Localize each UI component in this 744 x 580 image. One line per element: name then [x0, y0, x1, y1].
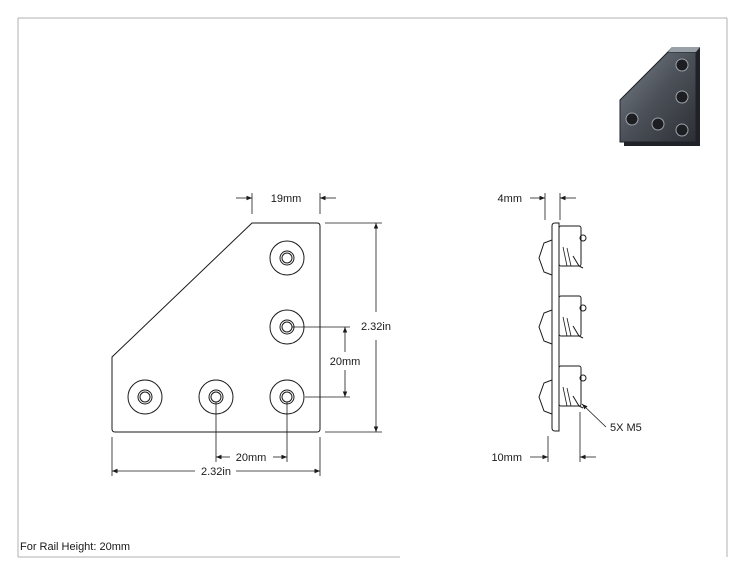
- dim-vertical-spacing: [292, 326, 350, 398]
- front-view: 19mm 2.32in 20mm 20mm: [111, 193, 391, 478]
- dim-height: [325, 222, 382, 433]
- dim-horizontal-spacing: [215, 402, 288, 462]
- dim-nut-depth-label: 10mm: [491, 452, 522, 464]
- dim-horizontal-spacing-label: 20mm: [236, 452, 267, 464]
- fastener-callout: [581, 403, 607, 428]
- bolt-heads: [538, 239, 553, 415]
- dim-plate-thickness: [530, 193, 576, 220]
- hole-bottom-left: [127, 379, 163, 415]
- dim-plate-thickness-label: 4mm: [498, 193, 522, 205]
- t-nuts: [558, 225, 587, 409]
- dim-width-label: 2.32in: [201, 466, 231, 478]
- dim-top-offset: [236, 193, 336, 214]
- side-view: [538, 222, 587, 432]
- dim-vertical-spacing-label: 20mm: [330, 356, 361, 368]
- dim-width: [111, 437, 321, 476]
- dim-height-label: 2.32in: [361, 321, 391, 333]
- isometric-view: [619, 47, 700, 146]
- fastener-callout-label: 5X M5: [610, 422, 642, 434]
- mounting-holes: [127, 240, 305, 415]
- dim-top-offset-label: 19mm: [271, 193, 302, 205]
- dim-nut-depth: [530, 412, 596, 462]
- drawing-border: [17, 17, 728, 558]
- hole-top-right: [269, 240, 305, 276]
- rail-height-note: For Rail Height: 20mm: [20, 541, 130, 553]
